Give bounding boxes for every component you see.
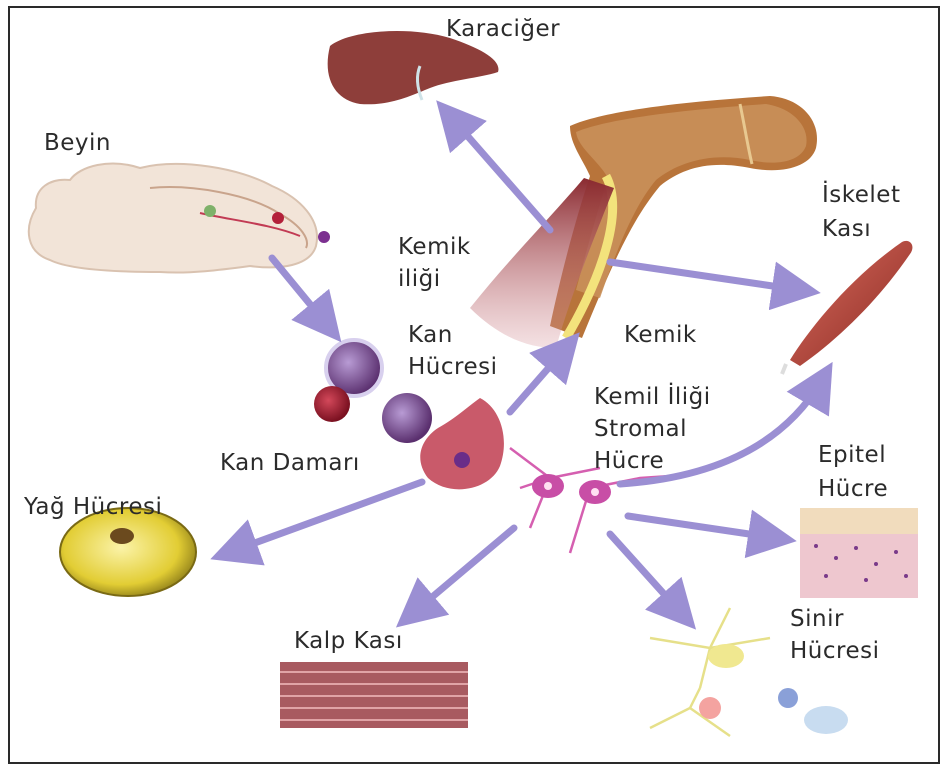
arrow-to-skeletal-muscle <box>610 262 800 290</box>
liver-label: Karaciğer <box>446 14 560 44</box>
arrow-to-liver <box>450 116 550 230</box>
arrow-to-fat-cell <box>230 482 422 552</box>
stromal-cell-label-line3: Hücre <box>594 446 664 476</box>
bone-marrow-label-line2: iliği <box>398 264 441 294</box>
stromal-cell-label-line2: Stromal <box>594 414 687 444</box>
arrow-to-heart-muscle <box>412 528 514 614</box>
nerve-cell-label-line2: Hücresi <box>790 636 880 666</box>
arrow-to-blood-cell <box>510 348 566 412</box>
bone-marrow-label-line1: Kemik <box>398 232 471 262</box>
blood-vessel-label: Kan Damarı <box>220 448 360 478</box>
epithelial-cell-label-line2: Hücre <box>818 474 888 504</box>
heart-muscle-illustration <box>280 662 468 728</box>
nerve-cell-label-line1: Sinir <box>790 604 844 634</box>
arrow-brain-to-blood-cell <box>272 258 328 326</box>
bone-illustration <box>470 96 817 348</box>
fat-cell-label: Yağ Hücresi <box>24 492 162 522</box>
epithelial-cell-label-line1: Epitel <box>818 440 886 470</box>
blood-vessel-illustration <box>420 398 504 489</box>
arrow-to-nerve-cell <box>610 534 682 614</box>
skeletal-muscle-label-line2: Kası <box>822 214 871 244</box>
stromal-cell-label-line1: Kemil İliği <box>594 382 711 412</box>
brain-illustration <box>29 164 330 273</box>
brain-label: Beyin <box>44 128 111 158</box>
bone-label: Kemik <box>624 320 697 350</box>
blood-cell-label-line2: Hücresi <box>408 352 498 382</box>
heart-muscle-label: Kalp Kası <box>294 626 403 656</box>
arrow-to-epithelial-cell <box>628 516 776 538</box>
blood-cell-label-line1: Kan <box>408 320 453 350</box>
skeletal-muscle-illustration <box>782 241 912 374</box>
skeletal-muscle-label-line1: İskelet <box>822 180 900 210</box>
diagram-frame: Karaciğer Beyin Kemik iliği İskelet Kası… <box>8 6 940 764</box>
epithelial-tissue-illustration <box>800 508 918 598</box>
